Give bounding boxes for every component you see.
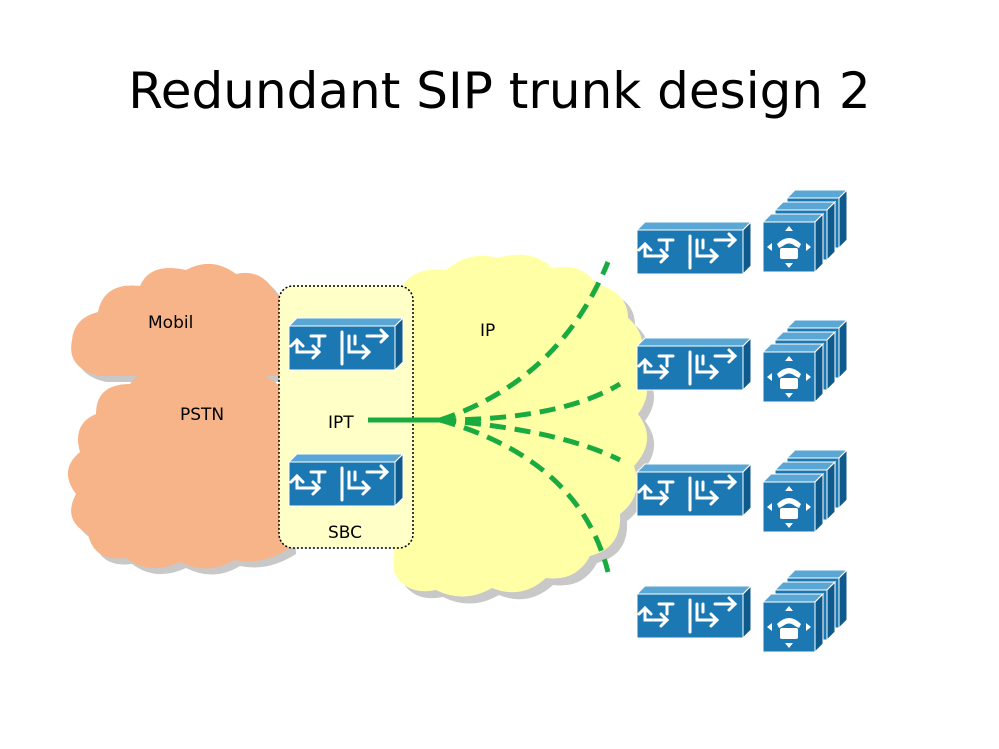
site1-phone-stack-icon — [762, 189, 848, 273]
trunk-links — [368, 261, 622, 573]
site2-phone-stack-icon — [762, 319, 848, 403]
site3-router-icon — [635, 462, 753, 518]
ip-label: IP — [480, 321, 495, 341]
trunk-link-2 — [439, 381, 622, 423]
sbc-router-top-icon — [287, 316, 405, 372]
trunk-link-1 — [439, 261, 611, 423]
trunk-link-3 — [439, 417, 622, 463]
mobil-cloud — [71, 263, 296, 382]
mobil-label: Mobil — [148, 313, 193, 333]
ipt-label: IPT — [328, 413, 354, 433]
remote-site-1 — [635, 189, 848, 276]
sbc-router-bottom-icon — [287, 452, 405, 508]
remote-site-3 — [635, 449, 848, 533]
trunk-link-4 — [439, 417, 611, 573]
remote-site-2 — [635, 319, 848, 403]
site1-router-icon — [635, 220, 753, 276]
sbc-label: SBC — [328, 523, 362, 543]
site2-router-icon — [635, 336, 753, 392]
remote-site-4 — [635, 569, 848, 653]
site3-phone-stack-icon — [762, 449, 848, 533]
site4-router-icon — [635, 584, 753, 640]
pstn-label: PSTN — [180, 405, 224, 425]
site4-phone-stack-icon — [762, 569, 848, 653]
slide-title: Redundant SIP trunk design 2 — [128, 62, 871, 120]
pstn-cloud — [67, 363, 297, 575]
